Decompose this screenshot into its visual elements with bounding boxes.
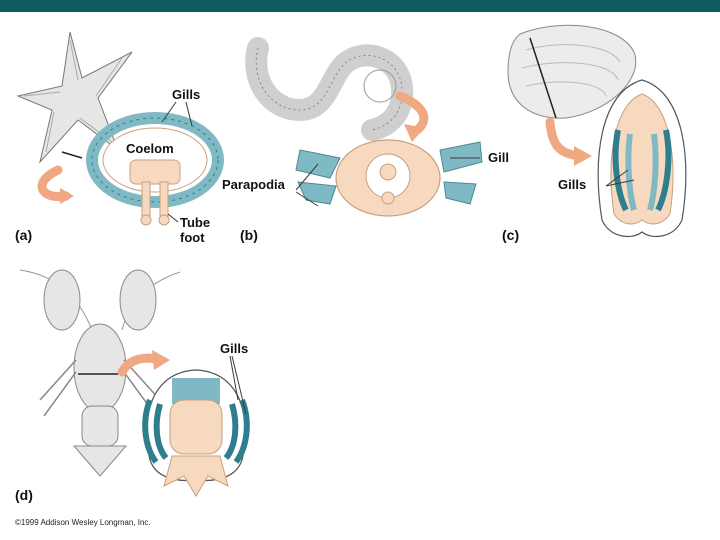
panel-letter-d: (d) bbox=[15, 487, 33, 503]
label-tube-foot-line1: Tube bbox=[180, 215, 211, 230]
arrow-a bbox=[37, 165, 71, 202]
sea-star-cross-section bbox=[86, 112, 224, 226]
label-tube-foot-line2: foot bbox=[180, 230, 205, 245]
polychaete-illustration bbox=[245, 37, 414, 141]
label-gills-a: Gills bbox=[172, 87, 201, 102]
label-coelom: Coelom bbox=[126, 141, 174, 156]
label-gill-b: Gill bbox=[488, 150, 509, 165]
crayfish-illustration bbox=[19, 269, 181, 477]
crayfish-cross-section bbox=[142, 369, 250, 497]
panel-letter-b: (b) bbox=[240, 227, 258, 243]
panel-letter-a: (a) bbox=[15, 227, 33, 243]
clam-shell-illustration bbox=[507, 24, 637, 119]
title-bar bbox=[0, 0, 720, 12]
arrow-d bbox=[117, 353, 163, 377]
polychaete-cross-section bbox=[295, 139, 483, 217]
copyright-notice: ©1999 Addison Wesley Longman, Inc. bbox=[15, 518, 151, 527]
label-gills-d: Gills bbox=[220, 341, 249, 356]
label-parapodia: Parapodia bbox=[222, 177, 285, 192]
clam-cross-section bbox=[597, 79, 687, 238]
label-gills-c: Gills bbox=[558, 177, 587, 192]
panel-letter-c: (c) bbox=[502, 227, 520, 243]
